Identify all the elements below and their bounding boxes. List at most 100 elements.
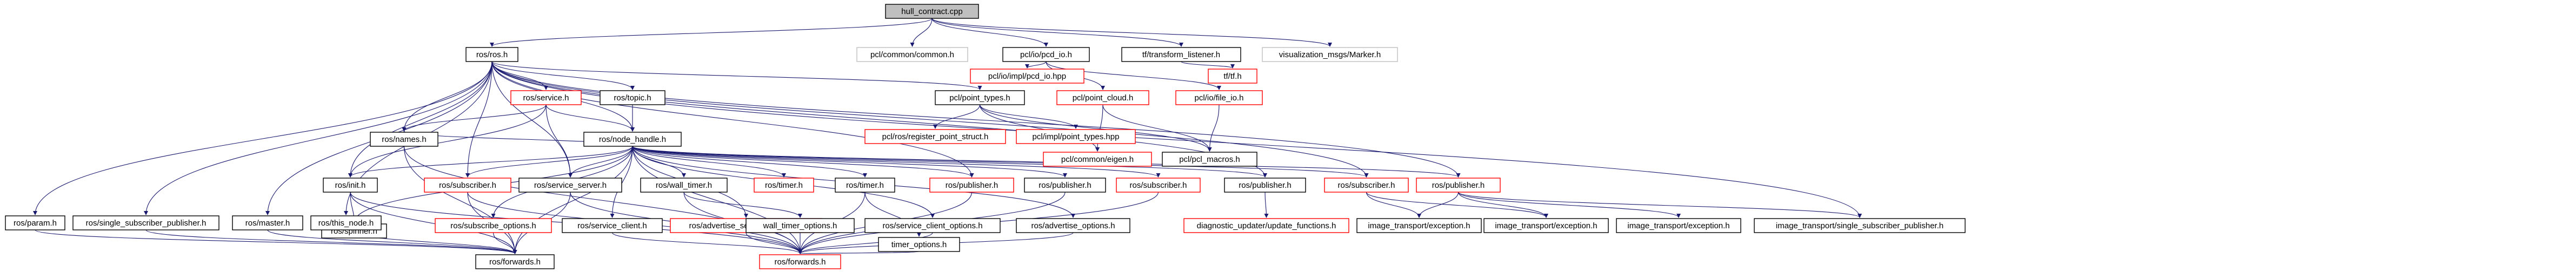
node-img-exc-3[interactable]: image_transport/exception.h xyxy=(1616,218,1741,233)
edge-pcl_io_pcd-to-pcl_impl_pcd xyxy=(1025,61,1047,69)
node-ros-wall-timer[interactable]: ros/wall_timer.h xyxy=(640,178,728,193)
node-ros-subscriber-b[interactable]: ros/subscriber.h xyxy=(1116,178,1201,193)
node-label: pcl/ros/register_point_struct.h xyxy=(882,132,989,141)
node-label: ros/service_client.h xyxy=(577,221,647,230)
node-ros-forwards-b[interactable]: ros/forwards.h xyxy=(759,254,841,269)
node-box xyxy=(518,178,622,193)
node-label: ros/param.h xyxy=(14,219,57,228)
node-ros-single-sub-pub[interactable]: ros/single_subscriber_publisher.h xyxy=(72,215,219,230)
edge-ros-to-ros_single_sub_pub xyxy=(144,61,492,215)
node-box xyxy=(1754,218,1966,233)
node-box xyxy=(864,218,1001,233)
node-pcl-impl-pcd[interactable]: pcl/io/impl/pcd_io.hpp xyxy=(970,69,1084,84)
node-box xyxy=(640,178,728,193)
node-pcl-io-pcd[interactable]: pcl/io/pcd_io.h xyxy=(1002,47,1090,62)
node-ros-service-server[interactable]: ros/service_server.h xyxy=(518,178,622,193)
node-ros-master[interactable]: ros/master.h xyxy=(232,215,303,230)
edge-ros_service-to-ros_service_server xyxy=(545,104,573,178)
node-box xyxy=(1262,47,1398,62)
node-label: image_transport/exception.h xyxy=(1627,221,1729,230)
edge-ros-to-ros_topic xyxy=(491,61,635,90)
node-box xyxy=(1016,218,1130,233)
node-img-exc-2[interactable]: image_transport/exception.h xyxy=(1483,218,1609,233)
edge-ros_node_handle-to-ros_subscriber_b xyxy=(632,146,1161,178)
node-label: ros/subscribe_options.h xyxy=(450,221,536,230)
node-ros-timer[interactable]: ros/timer.h xyxy=(835,178,895,193)
node-img-exc-1[interactable]: image_transport/exception.h xyxy=(1356,218,1482,233)
edge-ros_node_handle-to-ros_service_client xyxy=(610,146,633,218)
node-ros-service[interactable]: ros/service.h xyxy=(510,90,582,105)
node-tf-listener[interactable]: tf/transform_listener.h xyxy=(1121,47,1241,62)
node-box xyxy=(1324,178,1409,193)
node-ros-adv-opts[interactable]: ros/advertise_options.h xyxy=(1016,218,1130,233)
edge-pcl_io_pcd-to-pcl_file_io xyxy=(1046,61,1221,90)
edge-ros_node_handle-to-ros_forwards_b xyxy=(632,146,802,254)
node-pcl-impl-pt[interactable]: pcl/impl/point_types.hpp xyxy=(1016,129,1136,144)
node-pcl-macros[interactable]: pcl/pcl_macros.h xyxy=(1162,152,1257,167)
node-label: pcl/impl/point_types.hpp xyxy=(1033,132,1120,141)
node-ros-publisher-a[interactable]: ros/publisher.h xyxy=(929,178,1014,193)
node-ros-service-client[interactable]: ros/service_client.h xyxy=(562,218,663,233)
node-wall-timer-opts[interactable]: wall_timer_options.h xyxy=(745,218,855,233)
node-ros-rtimer[interactable]: ros/timer.h xyxy=(754,178,814,193)
edge-ros_publisher_d-to-img_exc_3 xyxy=(1457,192,1681,218)
node-label: image_transport/exception.h xyxy=(1495,221,1597,230)
node-ros-sub-opts[interactable]: ros/subscribe_options.h xyxy=(435,218,552,233)
node-box xyxy=(864,129,1006,144)
edge-ros-to-ros_publisher_d xyxy=(491,61,1461,178)
node-box xyxy=(1116,178,1201,193)
node-label: ros/publisher.h xyxy=(1432,181,1485,190)
node-box xyxy=(929,178,1014,193)
edge-pcl_point_types-to-pcl_reg_point xyxy=(933,104,981,129)
edge-tf_listener-to-tf_tf xyxy=(1181,61,1235,69)
edge-ros_node_handle-to-ros_forwards_a xyxy=(512,146,633,254)
node-label: ros/names.h xyxy=(382,135,427,144)
node-ros-svc-client-opts[interactable]: ros/service_client_options.h xyxy=(864,218,1001,233)
node-pcl-point-types[interactable]: pcl/point_types.h xyxy=(935,90,1025,105)
node-diag-updater[interactable]: diagnostic_updater/update_functions.h xyxy=(1183,218,1349,233)
edge-ros_service-to-ros_names xyxy=(402,104,547,132)
node-root[interactable]: hull_contract.cpp xyxy=(885,4,979,19)
node-ros-init[interactable]: ros/init.h xyxy=(323,178,378,193)
node-label: diagnostic_updater/update_functions.h xyxy=(1197,221,1336,230)
node-ros-this-node[interactable]: ros/this_node.h xyxy=(310,215,382,230)
node-ros-node-handle[interactable]: ros/node_handle.h xyxy=(583,132,682,147)
node-ros[interactable]: ros/ros.h xyxy=(465,47,518,62)
node-ros-publisher-b[interactable]: ros/publisher.h xyxy=(1024,178,1106,193)
node-label: pcl/common/common.h xyxy=(870,50,954,59)
node-pcl-eigen[interactable]: pcl/common/eigen.h xyxy=(1043,152,1152,167)
node-box xyxy=(370,132,438,147)
node-ros-forwards-a[interactable]: ros/forwards.h xyxy=(475,254,555,269)
node-pcl-reg-point[interactable]: pcl/ros/register_point_struct.h xyxy=(864,129,1006,144)
node-tf-tf[interactable]: tf/tf.h xyxy=(1208,69,1257,84)
node-label: image_transport/single_subscriber_publis… xyxy=(1776,221,1943,230)
node-label: ros/publisher.h xyxy=(1239,181,1292,190)
node-box xyxy=(759,254,841,269)
node-ros-subscriber-a[interactable]: ros/subscriber.h xyxy=(424,178,511,193)
node-pcl-common[interactable]: pcl/common/common.h xyxy=(856,47,968,62)
edge-ros_names-to-ros_forwards_b xyxy=(403,146,802,254)
node-box xyxy=(745,218,855,233)
edge-pcl_point_types-to-pcl_impl_pt xyxy=(979,104,1078,129)
node-ros-publisher-c[interactable]: ros/publisher.h xyxy=(1224,178,1306,193)
node-ros-names[interactable]: ros/names.h xyxy=(370,132,438,147)
node-ros-publisher-d[interactable]: ros/publisher.h xyxy=(1416,178,1501,193)
edge-ros_names-to-ros_forwards_a xyxy=(403,146,517,254)
node-ros-param[interactable]: ros/param.h xyxy=(5,215,65,230)
node-ros-topic[interactable]: ros/topic.h xyxy=(600,90,665,105)
node-pcl-point-cloud[interactable]: pcl/point_cloud.h xyxy=(1056,90,1149,105)
node-box xyxy=(435,218,552,233)
node-label: pcl/point_types.h xyxy=(949,93,1010,103)
edge-root-to-viz_marker xyxy=(931,18,1332,47)
node-timer-opts[interactable]: timer_options.h xyxy=(878,237,960,252)
node-viz-marker[interactable]: visualization_msgs/Marker.h xyxy=(1262,47,1398,62)
node-img-single-pub[interactable]: image_transport/single_subscriber_publis… xyxy=(1754,218,1966,233)
node-pcl-file-io[interactable]: pcl/io/file_io.h xyxy=(1175,90,1263,105)
node-box xyxy=(1208,69,1257,84)
edge-ros-to-ros_publisher_a xyxy=(491,61,974,178)
node-ros-subscriber-c[interactable]: ros/subscriber.h xyxy=(1324,178,1409,193)
node-box xyxy=(1121,47,1241,62)
edge-root-to-pcl_io_pcd xyxy=(931,18,1048,47)
node-box xyxy=(475,254,555,269)
